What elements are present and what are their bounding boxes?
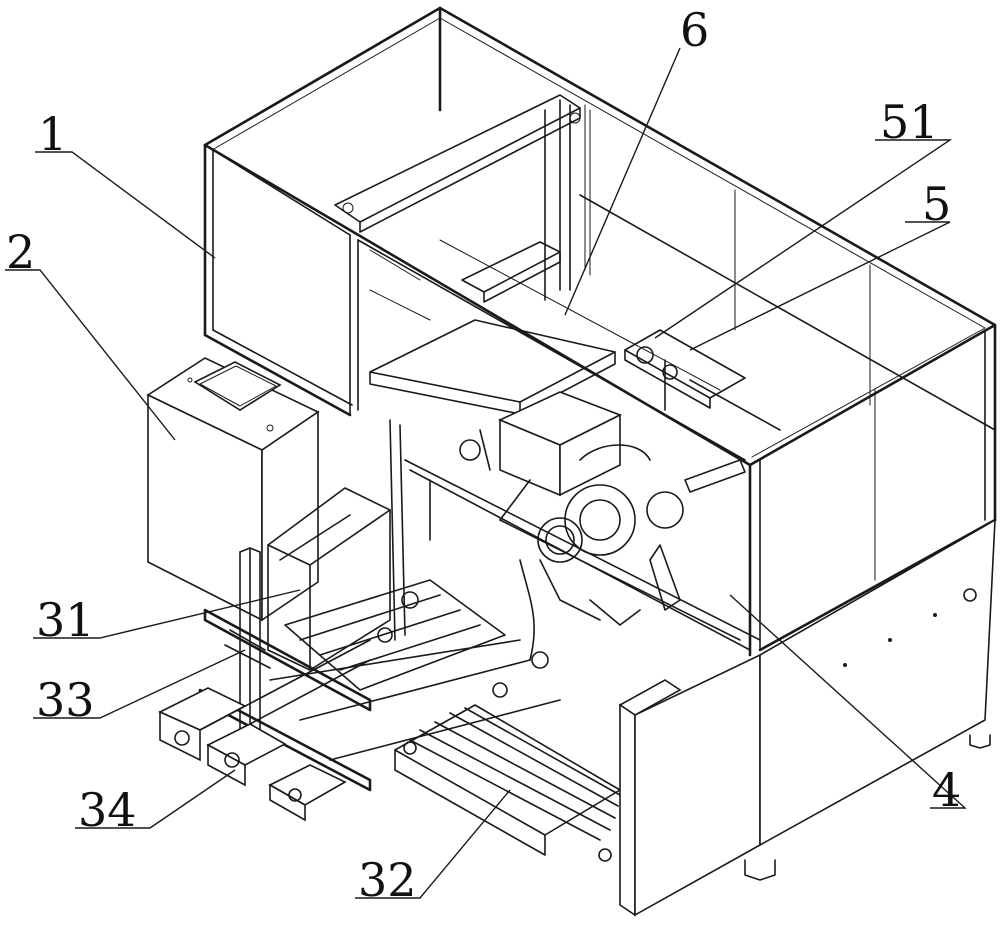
label-51: 51 bbox=[880, 95, 939, 149]
roller-conveyor bbox=[394, 704, 621, 862]
label-34: 34 bbox=[78, 783, 137, 837]
part-labels: 1 2 6 51 5 31 33 34 32 4 bbox=[6, 3, 961, 907]
label-5: 5 bbox=[922, 177, 951, 231]
label-31: 31 bbox=[36, 593, 95, 647]
label-2: 2 bbox=[6, 225, 35, 279]
label-4: 4 bbox=[932, 763, 961, 817]
right-front-panel bbox=[618, 518, 996, 917]
center-mechanism bbox=[389, 419, 761, 661]
label-1: 1 bbox=[38, 107, 67, 161]
label-33: 33 bbox=[36, 673, 95, 727]
right-rail-assembly bbox=[624, 329, 781, 431]
label-32: 32 bbox=[358, 853, 417, 907]
leader-lines bbox=[5, 47, 967, 899]
carton-box bbox=[498, 391, 651, 497]
upper-gantry bbox=[334, 94, 581, 303]
control-cabinet bbox=[146, 357, 320, 622]
label-6: 6 bbox=[680, 3, 709, 57]
enclosure-frame bbox=[203, 6, 997, 657]
front-left-base bbox=[158, 639, 371, 822]
left-magazine bbox=[198, 487, 561, 792]
